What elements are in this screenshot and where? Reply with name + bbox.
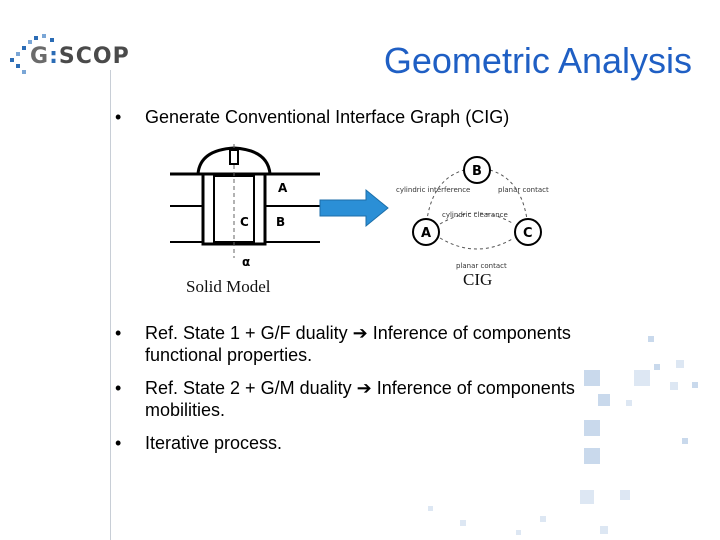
bullet-text-a: Ref. State 1 + G/F duality bbox=[145, 323, 353, 343]
bullet-text-b: Inference of components functional prope… bbox=[145, 323, 571, 365]
solid-model-caption: Solid Model bbox=[186, 277, 271, 296]
solid-model-figure: A C B α bbox=[170, 144, 320, 269]
cig-node-b-circle bbox=[463, 156, 491, 184]
decorative-squares bbox=[428, 336, 698, 535]
arrow-icon: ➔ bbox=[356, 378, 372, 398]
bullet-marker: • bbox=[115, 433, 122, 453]
left-divider bbox=[110, 70, 111, 540]
bullet-text-b: Inference of components mobilities. bbox=[145, 378, 575, 420]
cig-edge-ac-bottom: planar contact bbox=[456, 262, 507, 270]
solid-label-b: B bbox=[276, 215, 285, 229]
logo-text: G:SCOP bbox=[30, 44, 130, 69]
cig-node-b: B bbox=[472, 164, 482, 179]
gscop-logo-icon bbox=[10, 34, 54, 74]
slide-title: Geometric Analysis bbox=[383, 40, 692, 81]
bullet-marker: • bbox=[115, 107, 122, 127]
cig-graph-figure: B A C cylindric interference planar cont… bbox=[396, 156, 549, 270]
cig-edge-ba: cylindric interference bbox=[396, 186, 470, 194]
solid-label-c: C bbox=[240, 215, 249, 229]
bullet-ref-state-1: • Ref. State 1 + G/F duality ➔ Inference… bbox=[115, 322, 645, 366]
cig-node-c: C bbox=[523, 226, 533, 241]
right-arrow-icon bbox=[319, 188, 389, 228]
cig-node-a-circle bbox=[412, 218, 440, 246]
bullet-ref-state-2: • Ref. State 2 + G/M duality ➔ Inference… bbox=[115, 377, 645, 421]
bullet-marker: • bbox=[115, 378, 122, 398]
cig-caption: CIG bbox=[463, 270, 493, 289]
cig-node-a: A bbox=[421, 226, 431, 241]
arrow-icon: ➔ bbox=[352, 323, 368, 343]
solid-label-alpha: α bbox=[242, 255, 250, 269]
cig-node-c-circle bbox=[514, 218, 542, 246]
bullet-text: Iterative process. bbox=[145, 433, 283, 453]
bullet-text-a: Ref. State 2 + G/M duality bbox=[145, 378, 357, 398]
bullet-marker: • bbox=[115, 323, 122, 343]
bullet-iterative: • Iterative process. bbox=[115, 432, 283, 454]
solid-label-a: A bbox=[278, 181, 288, 195]
cig-edge-bc: planar contact bbox=[498, 186, 549, 194]
bullet-text: Generate Conventional Interface Graph (C… bbox=[145, 107, 510, 127]
cig-edge-ac-top: cylindric clearance bbox=[442, 211, 508, 219]
bullet-cig: • Generate Conventional Interface Graph … bbox=[115, 106, 510, 128]
